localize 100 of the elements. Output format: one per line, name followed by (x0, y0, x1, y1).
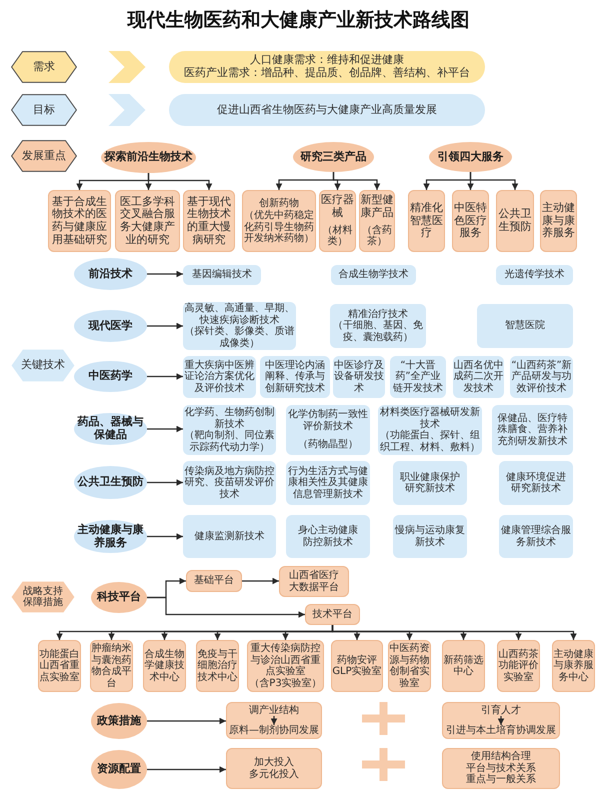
rounded-box (452, 190, 489, 252)
node-text: 调产业结构 (249, 704, 299, 716)
rounded-box (499, 515, 573, 558)
rounded-box (552, 640, 595, 692)
rounded-box (242, 190, 316, 252)
card-text: 加大投入 (254, 757, 294, 768)
card-text: （含P3实验室） (249, 678, 322, 689)
chevron-arrow (108, 94, 146, 126)
card-text: （探针类、影像类、质谱成像类） (184, 326, 295, 349)
card-text: 山西药茶功能评价实验室 (498, 648, 539, 684)
card-text: “十大晋药”全产业链开发技术 (392, 360, 444, 394)
rounded-box (183, 265, 261, 285)
diagram-title: 现代生物医药和大健康产业新技术路线图 (128, 8, 470, 32)
rounded-box (331, 265, 416, 285)
card-text: 健康环境促进研究新技术 (506, 472, 566, 494)
card-text: 重大传染病防控与诊治山西省重点实验室 (250, 643, 322, 678)
connector-arrow (270, 716, 278, 725)
rounded-box (330, 304, 426, 348)
connector-arrow (242, 578, 279, 584)
card-text: 高灵敏、高通量、早期、快速疾病诊断技术 (184, 303, 295, 326)
connector-arrow (147, 596, 305, 618)
card-text: （优先中药稳定化药引导生物药开发纳米药物） (243, 210, 315, 244)
card-text: 保健品、医疗特殊膳食、营养补充剂研发新技术 (497, 412, 568, 448)
connector-arrow (498, 716, 504, 725)
card-text: 健康监测新技术 (194, 530, 264, 542)
rounded-box (378, 405, 482, 455)
card-text: 新药筛选中心 (443, 654, 484, 678)
rounded-box (331, 640, 383, 692)
card-text: 中医药资源与药物创制省实验室 (389, 643, 430, 689)
card-text: （干细胞、基因、免疫、囊泡载药） (332, 320, 424, 344)
card-text: （功能蛋白、探针、组织工程、材料、敷料） (380, 430, 480, 453)
rounded-box (442, 748, 560, 789)
topic-text: 主动健康与康养服务 (76, 524, 144, 550)
rounded-box (183, 190, 235, 252)
rounded-box (492, 405, 573, 455)
connector-arrow (147, 426, 183, 432)
tag-text: 战略支持保障措施 (22, 586, 64, 608)
card-text: 健康管理综合服务新技术 (500, 525, 572, 548)
card-text: 医工多学科交叉融合服务大健康产业的研究 (120, 196, 176, 246)
card-text: 基于现代生物技术的重大慢病研究 (186, 196, 232, 246)
rounded-box (279, 566, 349, 597)
rounded-box (393, 515, 467, 558)
card-text: （含药茶） (361, 224, 393, 248)
topic-text: 研究三类产品 (300, 150, 366, 164)
topic-text: 药品、器械与保健品 (76, 416, 144, 442)
rounded-box (183, 302, 296, 350)
card-text: 重大疾病中医辨证论治方案优化及评价技术 (184, 360, 255, 394)
rounded-box (143, 640, 186, 692)
connector-arrow (332, 625, 577, 640)
rounded-box (226, 702, 322, 739)
card-text: 光遗传学技术 (504, 269, 564, 281)
node-text: 引育人才 (481, 704, 521, 716)
connector-arrow (147, 322, 183, 330)
card-text: 中医诊疗及设备研发技术 (334, 360, 384, 394)
banner-text: 促进山西省生物医药与大健康产业高质量发展 (217, 104, 437, 116)
rounded-box (442, 702, 560, 739)
rounded-box (186, 570, 242, 592)
connector-arrow (147, 479, 183, 486)
topic-ellipse (74, 361, 147, 392)
connector-arrow (147, 533, 183, 540)
card-text: 主动健康与康养服务中心 (553, 648, 594, 684)
tag-text: 需求 (33, 60, 55, 74)
rounded-box (115, 190, 180, 252)
chevron-arrow (108, 51, 146, 83)
hexagon-tag (11, 581, 75, 613)
banner-text: 医药产业需求：增品种、提品质、创品牌、善结构、补平台 (184, 67, 470, 80)
topic-text: 探索前沿生物技术 (104, 151, 192, 164)
topic-text: 科技平台 (97, 591, 141, 604)
topic-text: 引领四大服务 (438, 150, 504, 164)
rounded-box (496, 190, 534, 252)
card-text: 公共卫生预防 (498, 208, 532, 234)
rounded-box (183, 515, 276, 558)
rounded-box (496, 265, 573, 285)
topic-text: 政策措施 (97, 714, 141, 728)
card-text: 技术平台 (312, 608, 352, 620)
rounded-box (48, 190, 111, 252)
card-text: 身心主动健康防控新技术 (298, 525, 358, 548)
card-text: 使用结构合理 (471, 751, 531, 762)
card-text: “山西药茶”新产品研发与功效评价技术 (511, 360, 572, 394)
hexagon-tag (11, 349, 75, 382)
card-text: 创新药物 (259, 198, 299, 209)
rounded-box (247, 640, 324, 692)
card-text: 中医理论内涵阐释、传承与创新研究技术 (264, 360, 326, 394)
card-text: 基于合成生物技术的医药与健康应用基础研究 (52, 196, 108, 246)
rounded-box (319, 190, 356, 252)
rounded-box (286, 515, 370, 558)
card-text: 免疫与干细胞治疗技术中心 (197, 648, 238, 684)
topic-text: 前沿技术 (88, 268, 132, 280)
rounded-box (286, 405, 370, 455)
tag-text: 关键技术 (21, 359, 65, 372)
rounded-box (38, 640, 81, 692)
rounded-box (183, 405, 276, 455)
rounded-box (442, 640, 485, 692)
banner-text: 人口健康需求：维持和促进健康 (250, 54, 404, 66)
connector-arrow (147, 766, 226, 773)
card-text: 功能蛋白山西省重点实验室 (39, 648, 80, 684)
rounded-box (408, 190, 445, 252)
tag-text: 目标 (33, 104, 55, 116)
connector-arrow (147, 718, 226, 724)
card-text: 肿瘤纳米与囊泡药物合成平台 (91, 643, 132, 689)
